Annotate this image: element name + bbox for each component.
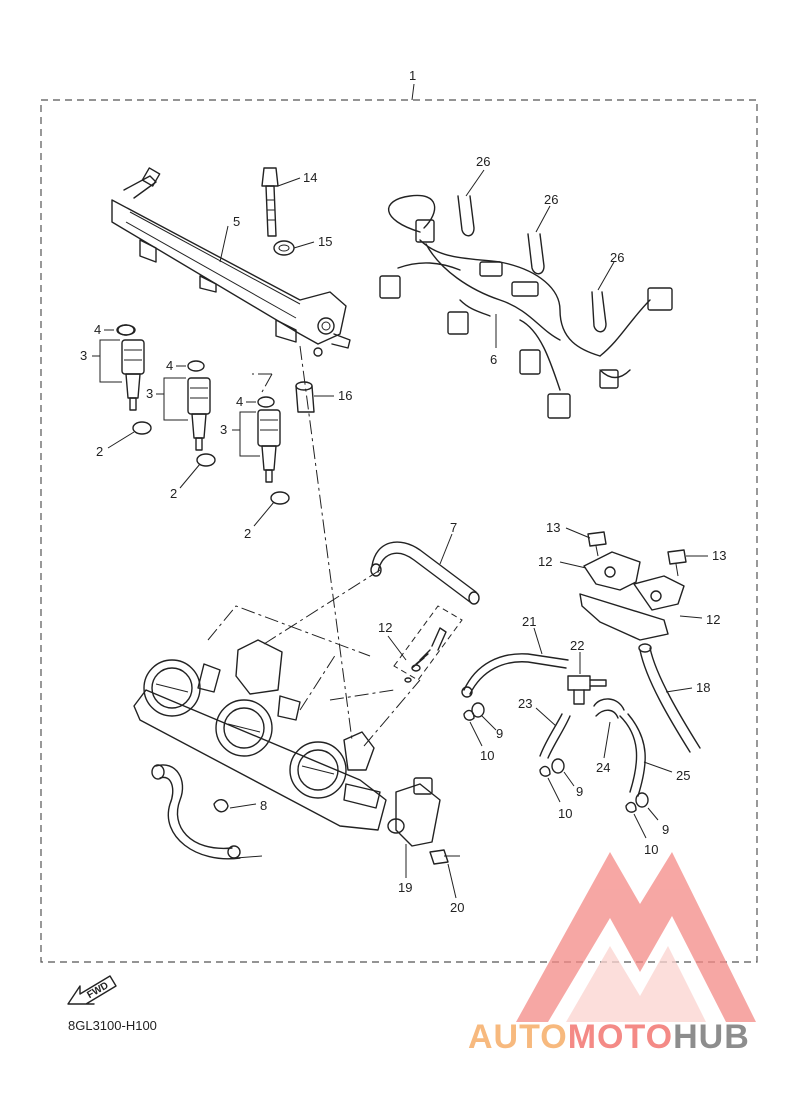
callout-20: 21: [522, 614, 536, 629]
throttle-body: [133, 639, 387, 831]
fwd-label: FWD: [85, 980, 110, 1001]
callout-17: 18: [696, 680, 710, 695]
callout-2-right: 2: [244, 526, 251, 541]
callout-13-right: 13: [712, 548, 726, 563]
callout-6: 6: [490, 352, 497, 367]
callout-25-a: 26: [476, 154, 490, 169]
watermark-part-moto: MOTO: [567, 1018, 674, 1056]
callout-13-left: 13: [546, 520, 560, 535]
clip-25-b: [527, 233, 545, 275]
callout-2-middle: 2: [170, 486, 177, 501]
callout-25-c: 26: [610, 250, 624, 265]
clip-8: [213, 799, 229, 813]
callout-16: 16: [338, 388, 352, 403]
screw-set-11: [393, 605, 463, 683]
callout-10-c: 10: [644, 842, 658, 857]
hose-17: [638, 643, 701, 753]
injector-right: [257, 409, 281, 483]
o-ring-4-left: [117, 324, 135, 336]
watermark-logo-icon: [516, 852, 756, 1022]
callout-8: 8: [260, 798, 267, 813]
callout-12-left: 12: [538, 554, 552, 569]
joint-21: [567, 675, 607, 705]
callout-9-a: 9: [496, 726, 503, 741]
watermark-text: AUTOMOTOHUB: [468, 1018, 750, 1057]
callout-10-a: 10: [480, 748, 494, 763]
clip-25-c: [591, 291, 607, 333]
hose-24: [619, 713, 646, 797]
callout-11: 12: [378, 620, 392, 635]
callout-15: 15: [318, 234, 332, 249]
callout-18: 19: [398, 880, 412, 895]
callout-7: 7: [450, 520, 457, 535]
callout-3-left: 3: [80, 348, 87, 363]
bracket-12-lower: [579, 575, 685, 641]
injector-middle: [187, 377, 211, 451]
callout-9-c: 9: [662, 822, 669, 837]
hose-23: [593, 698, 625, 719]
watermark-part-hub: HUB: [673, 1018, 750, 1056]
callout-2-left: 2: [96, 444, 103, 459]
washer-15: [273, 240, 295, 256]
screw-13-right: [667, 549, 687, 577]
clip-10-a: [463, 709, 475, 721]
wire-harness: [379, 194, 673, 419]
clip-10-c: [625, 801, 637, 813]
hose-7: [370, 541, 480, 605]
callout-10-b: 10: [558, 806, 572, 821]
screw-19: [429, 849, 460, 865]
hose-20: [461, 653, 569, 698]
fuel-rail: [111, 167, 351, 357]
fwd-arrow-icon: FWD: [67, 975, 117, 1005]
callout-5: 5: [233, 214, 240, 229]
callout-25-b: 26: [544, 192, 558, 207]
watermark-part-auto: AUTO: [468, 1018, 568, 1056]
seal-2-right: [270, 491, 290, 505]
injector-left: [116, 324, 145, 411]
bracket-12-upper: [583, 551, 641, 591]
cap-9-c: [635, 792, 649, 808]
seal-2-left: [132, 421, 152, 435]
callout-21: 22: [570, 638, 584, 653]
diagram-code: 8GL3100-H100: [68, 1018, 157, 1033]
collar-16: [295, 381, 315, 413]
sensor-18: [387, 777, 441, 847]
callout-14: 14: [303, 170, 317, 185]
clip-10-b: [539, 765, 551, 777]
seal-2-middle: [196, 453, 216, 467]
callout-22: 23: [518, 696, 532, 711]
cap-9-a: [471, 702, 485, 718]
cap-9-b: [551, 758, 565, 774]
bolt-14: [261, 167, 279, 237]
callout-4-middle: 4: [166, 358, 173, 373]
callout-3-right: 3: [220, 422, 227, 437]
callout-1: 1: [409, 68, 416, 83]
callout-9-b: 9: [576, 784, 583, 799]
o-ring-4-right: [257, 396, 275, 408]
callout-4-left: 4: [94, 322, 101, 337]
hose-26: [151, 764, 241, 860]
hose-22: [539, 713, 571, 759]
o-ring-4-middle: [187, 360, 205, 372]
callout-12-right: 12: [706, 612, 720, 627]
callout-4-right: 4: [236, 394, 243, 409]
screw-13-left: [587, 531, 607, 557]
clip-25-a: [457, 195, 475, 237]
callout-23: 24: [596, 760, 610, 775]
callout-19: 20: [450, 900, 464, 915]
assembly-boundary: [40, 99, 758, 963]
callout-24: 25: [676, 768, 690, 783]
callout-3-middle: 3: [146, 386, 153, 401]
